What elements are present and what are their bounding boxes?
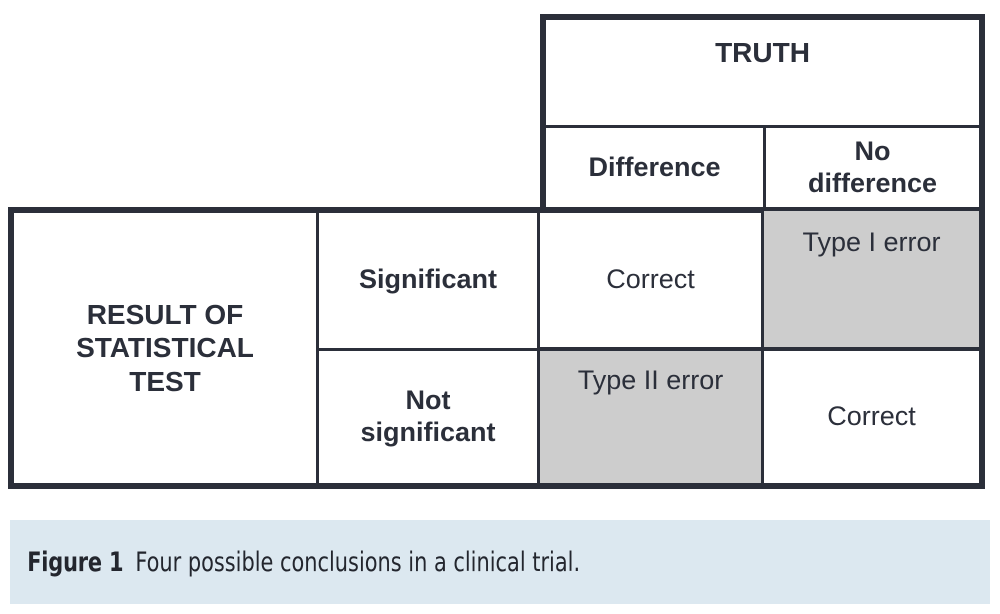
- column-header-no-difference-label: No difference: [808, 136, 937, 200]
- cell-significant-difference-label: Correct: [606, 264, 695, 295]
- cell-significant-no-difference-label: Type I error: [802, 227, 941, 257]
- cell-not-significant-difference-label: Type II error: [577, 365, 724, 395]
- row-header-significant: Significant: [319, 213, 537, 347]
- table-left-border: [8, 207, 14, 489]
- cell-significant-difference: Correct: [540, 213, 761, 347]
- truth-subheader-divider: [540, 125, 985, 128]
- table-bottom-border: [8, 483, 985, 489]
- cell-not-significant-no-difference: Correct: [764, 351, 979, 483]
- figure-caption-label: Figure 1: [27, 546, 124, 578]
- row-group-header-result-of-statistical-test: RESULT OF STATISTICAL TEST: [14, 213, 316, 483]
- row-header-significant-label: Significant: [358, 264, 497, 295]
- row-header-not-significant-label: Not significant: [360, 385, 495, 449]
- cell-significant-no-difference: Type I error: [764, 211, 979, 347]
- column-header-no-difference-line2: difference: [807, 168, 938, 198]
- row-header-not-significant-line2: significant: [360, 417, 496, 447]
- cell-not-significant-no-difference-label: Correct: [827, 401, 916, 432]
- row-group-header-line3: TEST: [129, 365, 201, 397]
- row-divider-right: [537, 347, 985, 353]
- column-header-divider: [763, 126, 766, 210]
- column-header-difference-label: Difference: [588, 152, 721, 183]
- cell-not-significant-difference: Type II error: [540, 351, 761, 483]
- row-group-header-line1: RESULT OF: [86, 299, 244, 331]
- row-header-divider-1: [316, 210, 319, 485]
- column-group-header-truth: TRUTH: [546, 22, 979, 122]
- column-header-no-difference-line1: No: [854, 136, 891, 167]
- column-group-header-label: TRUTH: [715, 37, 810, 68]
- truth-box-right-border: [979, 14, 985, 210]
- table-top-border: [8, 207, 985, 213]
- row-group-header-label: RESULT OF STATISTICAL TEST: [76, 298, 254, 397]
- column-header-difference: Difference: [546, 128, 763, 208]
- column-header-no-difference: No difference: [766, 128, 979, 208]
- row-header-not-significant: Not significant: [319, 351, 537, 483]
- row-group-header-line2: STATISTICAL: [76, 332, 254, 364]
- truth-box-top-border: [540, 14, 985, 20]
- row-divider-left: [316, 348, 540, 351]
- truth-box-left-border: [540, 14, 546, 210]
- figure-caption: Figure 1 Four possible conclusions in a c…: [10, 547, 580, 578]
- figure-caption-text: Four possible conclusions in a clinical …: [135, 546, 581, 578]
- row-header-not-significant-line1: Not: [405, 385, 451, 416]
- figure-caption-band: Figure 1 Four possible conclusions in a c…: [10, 520, 990, 604]
